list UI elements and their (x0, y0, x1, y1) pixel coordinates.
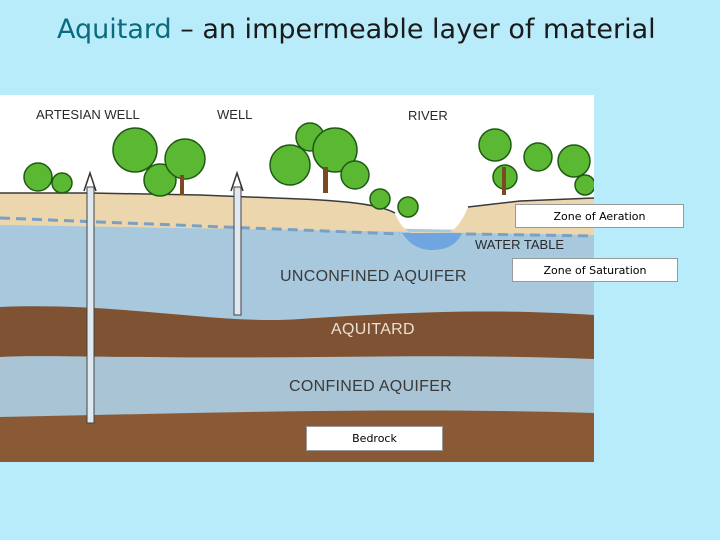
slide-title: Aquitard – an impermeable layer of mater… (57, 14, 656, 45)
well-label: WELL (217, 107, 252, 122)
aquitard-label: AQUITARD (331, 321, 415, 339)
title-keyword: Aquitard (57, 14, 172, 45)
zone-of-saturation-box: Zone of Saturation (512, 258, 678, 282)
bedrock-box: Bedrock (306, 426, 443, 451)
title-rest: – an impermeable layer of material (172, 14, 656, 45)
confined-aquifer-label: CONFINED AQUIFER (289, 378, 452, 396)
zone-of-aeration-box: Zone of Aeration (515, 204, 684, 228)
water-table-label: WATER TABLE (475, 237, 564, 252)
river-label: RIVER (408, 108, 448, 123)
unconfined-aquifer-label: UNCONFINED AQUIFER (280, 268, 467, 286)
artesian-well-label: ARTESIAN WELL (36, 107, 140, 122)
